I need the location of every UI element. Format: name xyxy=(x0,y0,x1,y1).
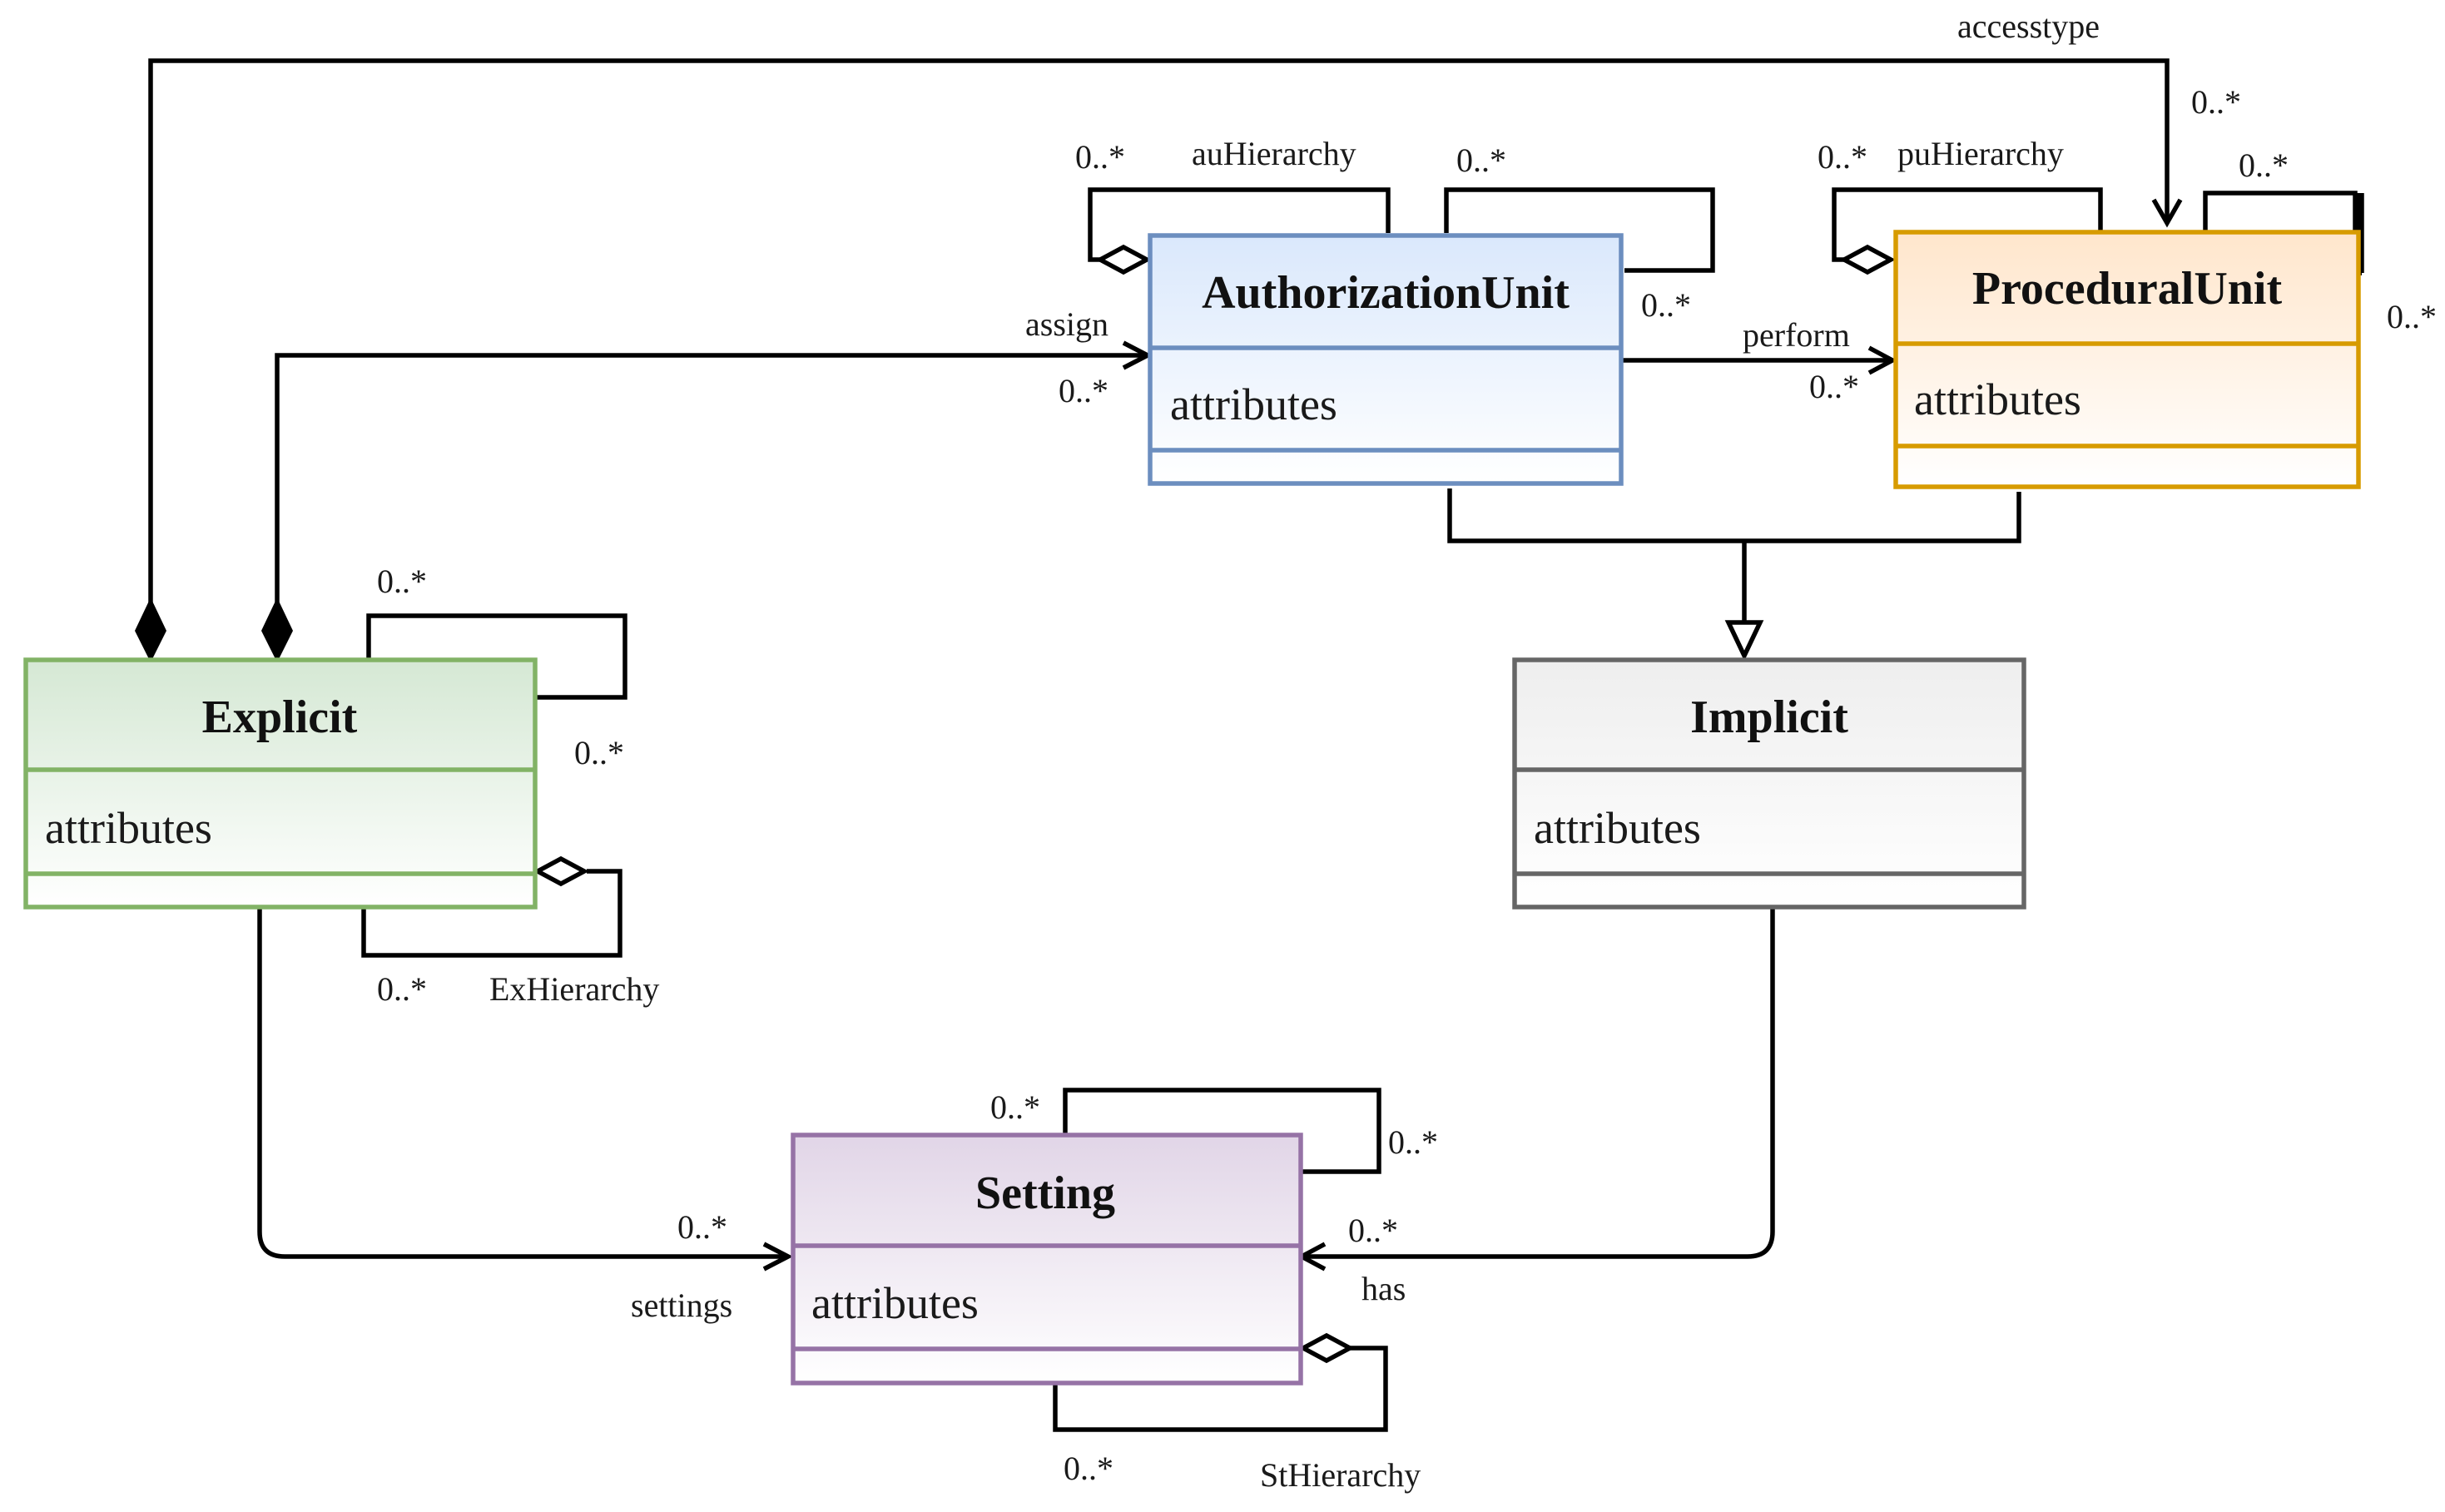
aggregation-diamond xyxy=(1839,244,1896,275)
accesstype-multiplicity: 0..* xyxy=(2191,83,2241,121)
settings-multiplicity: 0..* xyxy=(677,1208,727,1246)
pu-self-multiplicity-top: 0..* xyxy=(2239,146,2289,184)
au-self-association xyxy=(1444,187,1715,273)
class-authorization-unit[interactable]: AuthorizationUnit attributes xyxy=(1148,233,1624,486)
class-attributes: attributes xyxy=(1170,379,1337,429)
st-hierarchy-aggregation xyxy=(1053,1332,1388,1432)
perform-label: perform xyxy=(1743,316,1850,354)
settings-association xyxy=(257,909,793,1272)
class-name: Explicit xyxy=(202,692,358,743)
class-attributes: attributes xyxy=(1534,803,1701,853)
ex-hierarchy-label: ExHierarchy xyxy=(489,970,659,1008)
accesstype-association xyxy=(135,58,2183,662)
ex-hierarchy-aggregation xyxy=(361,855,622,958)
assign-label: assign xyxy=(1025,305,1108,343)
pu-self-multiplicity-right: 0..* xyxy=(2387,298,2437,335)
perform-association xyxy=(1623,345,1897,375)
has-label: has xyxy=(1361,1270,1406,1307)
class-name: Setting xyxy=(975,1167,1115,1219)
generalization xyxy=(1447,488,2021,662)
has-multiplicity: 0..* xyxy=(1348,1212,1398,1249)
au-self-multiplicity-top: 0..* xyxy=(1456,141,1506,179)
perform-multiplicity: 0..* xyxy=(1809,368,1859,405)
pu-hierarchy-multiplicity: 0..* xyxy=(1818,138,1867,176)
assign-association xyxy=(261,340,1153,662)
class-name: ProceduralUnit xyxy=(1972,263,2283,315)
class-attributes: attributes xyxy=(1914,374,2081,424)
ex-self-multiplicity-top: 0..* xyxy=(377,563,427,600)
au-hierarchy-multiplicity: 0..* xyxy=(1075,138,1125,176)
au-hierarchy-aggregation xyxy=(1088,187,1391,275)
au-self-multiplicity-right: 0..* xyxy=(1641,286,1691,324)
class-attributes: attributes xyxy=(45,803,212,853)
class-name: Implicit xyxy=(1690,692,1848,743)
pu-hierarchy-aggregation xyxy=(1832,187,2103,275)
st-hierarchy-label: StHierarchy xyxy=(1260,1456,1421,1494)
settings-label: settings xyxy=(631,1286,732,1324)
class-implicit[interactable]: Implicit attributes xyxy=(1512,657,2026,910)
composition-diamond xyxy=(261,597,293,662)
class-procedural-unit[interactable]: ProceduralUnit attributes xyxy=(1893,230,2361,489)
st-self-multiplicity-right: 0..* xyxy=(1388,1123,1438,1161)
accesstype-label: accesstype xyxy=(1957,7,2100,45)
generalization-triangle xyxy=(1724,620,1764,662)
st-hierarchy-multiplicity: 0..* xyxy=(1064,1450,1113,1487)
au-hierarchy-label: auHierarchy xyxy=(1192,135,1356,172)
pu-hierarchy-label: puHierarchy xyxy=(1897,135,2064,172)
aggregation-diamond xyxy=(1095,244,1152,275)
ex-self-multiplicity-right: 0..* xyxy=(574,734,624,771)
ex-hierarchy-multiplicity: 0..* xyxy=(377,970,427,1008)
ex-self-association xyxy=(366,613,627,700)
aggregation-diamond xyxy=(1298,1332,1355,1364)
class-setting[interactable]: Setting attributes xyxy=(791,1133,1303,1386)
aggregation-diamond xyxy=(533,855,589,887)
assign-multiplicity: 0..* xyxy=(1059,372,1108,409)
composition-diamond xyxy=(135,597,166,662)
class-explicit[interactable]: Explicit attributes xyxy=(23,657,538,910)
class-attributes: attributes xyxy=(811,1278,979,1328)
class-name: AuthorizationUnit xyxy=(1202,267,1570,319)
st-self-multiplicity-top: 0..* xyxy=(990,1088,1040,1126)
st-self-association xyxy=(1063,1088,1381,1174)
